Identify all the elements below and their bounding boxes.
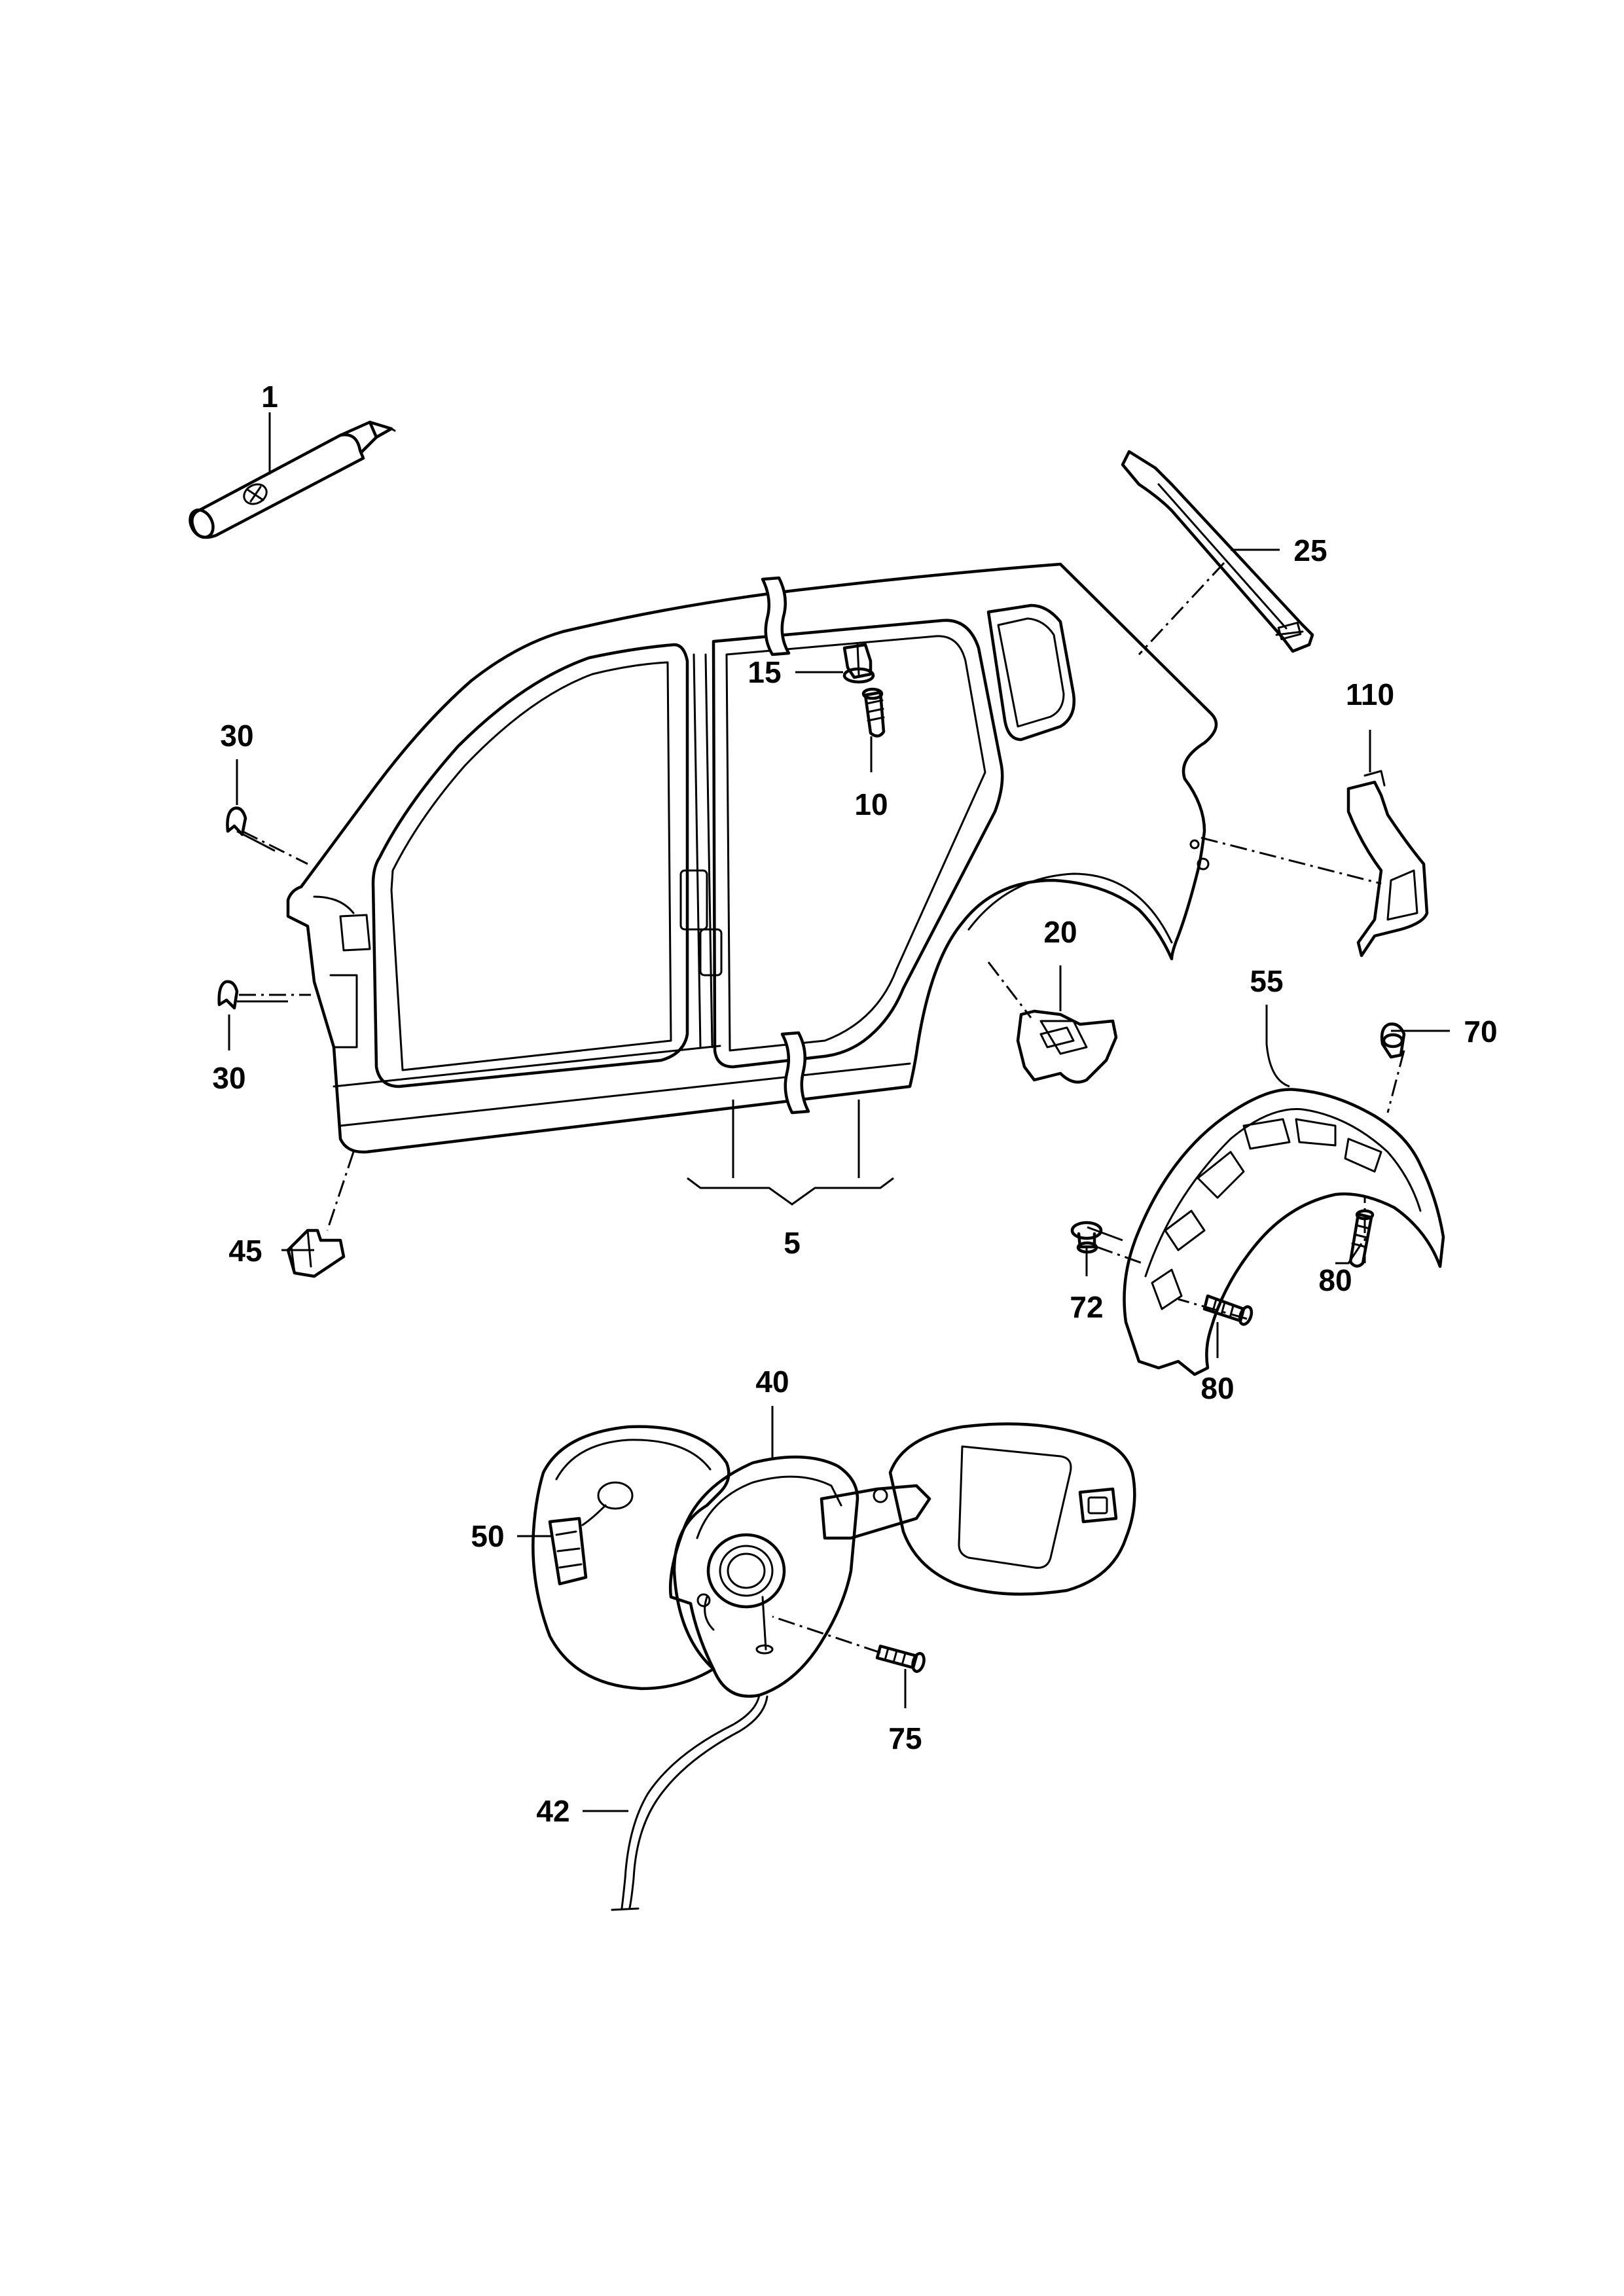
part-30-clip-top [226,806,247,836]
callout-30-bottom: 30 [212,1061,245,1095]
part-75-screw [875,1644,926,1673]
callout-55: 55 [1250,964,1283,998]
leader-lines [228,412,1450,1812]
callout-72: 72 [1070,1290,1103,1324]
callout-50: 50 [471,1519,504,1553]
callout-40: 40 [755,1365,789,1399]
callout-labels: 1 5 10 15 20 25 30 30 40 42 45 50 55 70 … [212,380,1497,1828]
part-15-clip [842,643,875,684]
part-80-screw-upper [1348,1209,1375,1268]
part-45-bracket [286,1229,346,1278]
part-40-filler-housing [668,1422,1136,1698]
callout-80-lower: 80 [1200,1371,1234,1405]
callout-80-upper: 80 [1318,1263,1352,1297]
part-80-screw-lower [1202,1294,1254,1326]
part-25-reinforcement [1121,450,1314,653]
callout-70: 70 [1464,1014,1497,1049]
callout-42: 42 [536,1794,569,1828]
callout-20: 20 [1043,915,1077,949]
dashed-centerlines [239,562,1405,1654]
part-1-paint-pen [189,420,396,539]
callout-30-top: 30 [220,719,253,753]
part-50-filler-flap [532,1425,731,1691]
callout-110: 110 [1346,677,1394,711]
part-10-screw [861,687,886,738]
callout-1: 1 [261,380,278,414]
part-110-bracket [1346,770,1429,958]
callout-45: 45 [228,1234,262,1268]
part-42-drain-hose [611,1694,768,1911]
part-55-wheel-liner [1123,1088,1445,1376]
part-30-clip-bottom [217,980,239,1010]
part-70-clip [1380,1022,1406,1059]
callout-5: 5 [784,1226,801,1260]
callout-75: 75 [888,1721,922,1755]
part-5-side-panel [286,562,1218,1154]
callout-25: 25 [1293,533,1327,567]
part-20-bracket [1016,1009,1118,1084]
callout-10: 10 [854,787,888,821]
callout-15: 15 [748,655,781,689]
